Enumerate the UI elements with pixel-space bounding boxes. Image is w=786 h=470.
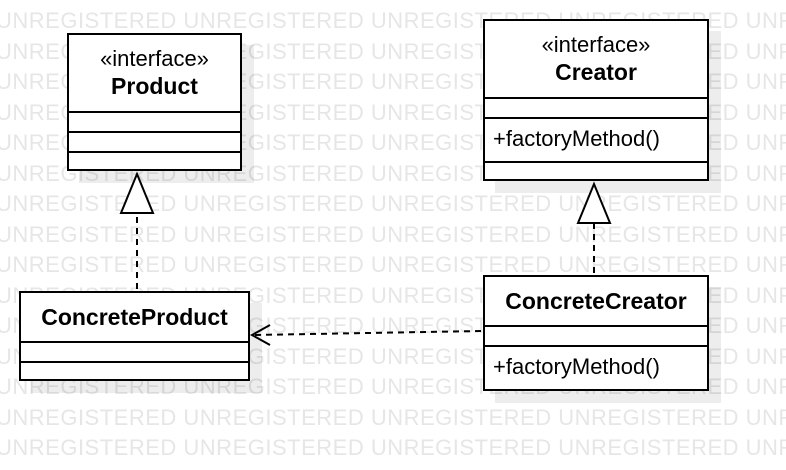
class-product-header: «interface» Product	[69, 35, 240, 113]
dependency-arrowhead	[249, 324, 271, 346]
class-concrete-product-name: ConcreteProduct	[41, 304, 228, 330]
class-concrete-product-attributes	[21, 343, 248, 363]
class-creator-header: «interface» Creator	[485, 21, 707, 99]
class-creator-operation: +factoryMethod()	[493, 126, 660, 151]
class-creator-methods: +factoryMethod()	[485, 119, 707, 163]
class-concrete-product-header: ConcreteProduct	[21, 293, 248, 343]
class-concrete-creator-header: ConcreteCreator	[485, 277, 707, 327]
class-creator[interactable]: «interface» Creator +factoryMethod()	[483, 19, 709, 181]
class-product-attributes	[69, 113, 240, 133]
realization-arrowhead-creator	[576, 181, 612, 224]
class-product-name: Product	[111, 73, 198, 99]
realization-arrowhead-product	[119, 171, 155, 214]
class-concrete-creator-methods: +factoryMethod()	[485, 347, 707, 389]
realization-concrete-product-to-product[interactable]	[119, 171, 155, 289]
class-creator-name: Creator	[555, 59, 637, 85]
class-product-methods	[69, 133, 240, 153]
dependency-line	[253, 330, 482, 336]
class-concrete-product[interactable]: ConcreteProduct	[19, 291, 250, 381]
dependency-concrete-creator-to-concrete-product[interactable]	[249, 324, 482, 346]
class-concrete-creator-attributes	[485, 327, 707, 347]
class-concrete-creator-operation: +factoryMethod()	[493, 354, 660, 379]
class-product-stereotype: «interface»	[100, 46, 209, 71]
class-creator-stereotype: «interface»	[541, 32, 651, 57]
realization-concrete-creator-to-creator[interactable]	[576, 181, 612, 273]
class-concrete-creator-name: ConcreteCreator	[505, 288, 687, 314]
class-concrete-creator[interactable]: ConcreteCreator +factoryMethod()	[483, 275, 709, 391]
class-creator-attributes	[485, 99, 707, 119]
class-product[interactable]: «interface» Product	[67, 33, 242, 171]
